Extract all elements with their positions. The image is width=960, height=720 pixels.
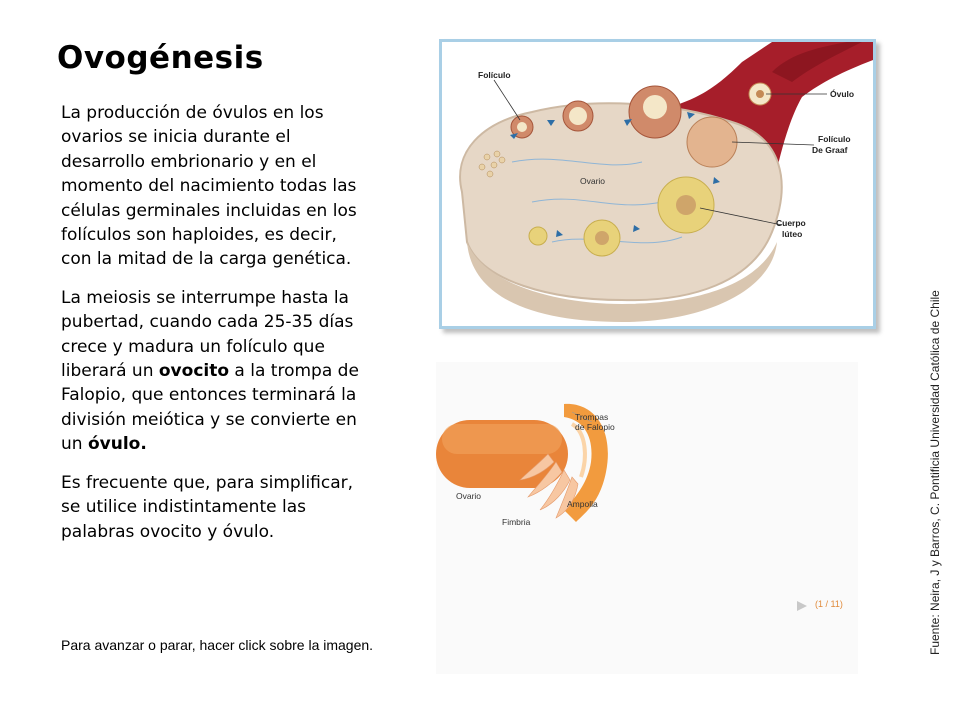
label-ovario: Ovario [580, 176, 605, 186]
label-fimbria: Fimbria [502, 517, 531, 527]
cycle-arrows [510, 112, 720, 237]
navigation-hint: Para avanzar o parar, hacer click sobre … [61, 637, 374, 653]
paragraph-2-text-1: La meiosis se interrumpe hasta la pubert… [61, 287, 354, 382]
label-cuerpo-1: Cuerpo [776, 218, 806, 228]
paragraph-1: La producción de óvulos en los ovarios s… [61, 103, 357, 270]
label-graaf-2: De Graaf [812, 145, 848, 155]
label-ovario-anim: Ovario [456, 491, 481, 501]
fimbriae [519, 453, 579, 519]
label-graaf-1: Folículo [818, 134, 851, 144]
slide-title: Ovogénesis [57, 40, 264, 76]
label-cuerpo-2: lúteo [782, 229, 802, 239]
fallopian-tube [564, 403, 608, 522]
label-trompas-2: de Falopio [575, 422, 615, 432]
label-foliculo: Folículo [478, 70, 511, 80]
label-trompas-1: Trompas [575, 412, 608, 422]
animation-panel[interactable]: Trompas de Falopio Ovario Ampolla Fimbri… [436, 362, 858, 674]
ovary-diagram: Folículo Óvulo Folículo De Graaf Ovario … [442, 42, 873, 326]
play-icon[interactable] [796, 600, 808, 612]
ovocito-term: ovocito [158, 361, 230, 382]
primordial-follicles [478, 150, 506, 178]
paragraph-2-text-2: a la trompa de Falopio, que entonces ter… [61, 361, 359, 455]
paragraph-2: La meiosis se interrumpe hasta la pubert… [61, 286, 363, 457]
label-ovulo: Óvulo [830, 88, 854, 99]
slide-counter: (1 / 11) [815, 599, 843, 609]
fallopian-animation: Trompas de Falopio Ovario Ampolla Fimbri… [436, 362, 858, 674]
paragraph-3: Es frecuente que, para simplificar, se u… [61, 472, 354, 542]
ovulo-term: óvulo. [87, 434, 147, 455]
body-text: La producción de óvulos en los ovarios s… [61, 101, 363, 558]
label-ampolla: Ampolla [567, 499, 598, 509]
graaf-follicle [686, 116, 738, 168]
ovary-illustration: Folículo Óvulo Folículo De Graaf Ovario … [439, 39, 876, 329]
source-credit: Fuente: Neira, J y Barros, C. Pontificia… [928, 290, 942, 655]
